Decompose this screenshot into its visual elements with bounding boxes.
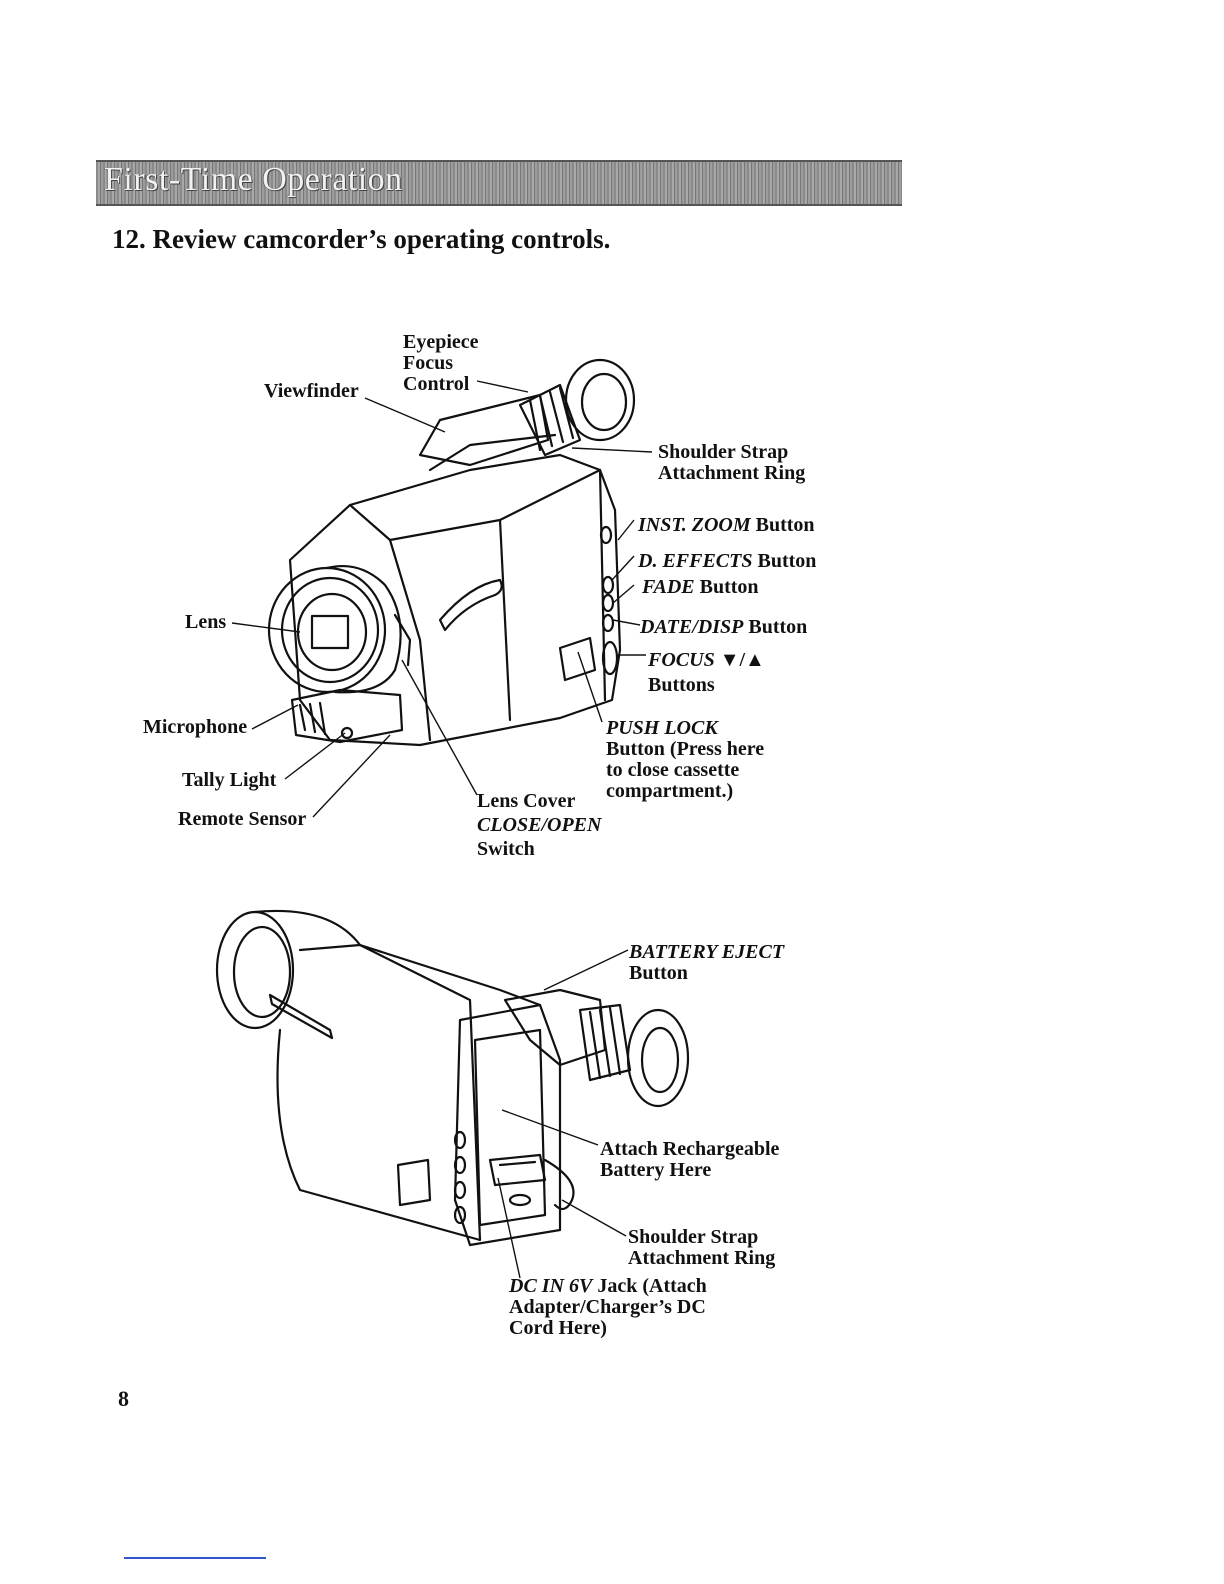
leader-lines	[231, 380, 653, 1279]
battery-eject-button-label: BATTERY EJECT Button	[629, 941, 785, 984]
footer-rule	[124, 1557, 266, 1559]
d-effects-button-label: D. EFFECTS Button	[638, 550, 817, 572]
microphone-label: Microphone	[143, 716, 248, 738]
date-disp-button-label: DATE/DISP Button	[640, 616, 808, 638]
eyepiece-focus-control-label: Eyepiece Focus Control	[403, 331, 479, 395]
lens-cover-switch-label: Lens Cover CLOSE/OPEN Switch	[477, 790, 602, 860]
focus-buttons-label: FOCUS ▼/▲ Buttons	[648, 649, 765, 696]
tally-light-label: Tally Light	[182, 769, 277, 791]
camcorder-rear-view	[215, 909, 690, 1247]
camcorder-front-view	[267, 358, 636, 747]
inst-zoom-button-label: INST. ZOOM Button	[638, 514, 815, 536]
dc-in-jack-label: DC IN 6V Jack (Attach Adapter/Charger’s …	[509, 1275, 707, 1339]
viewfinder-label: Viewfinder	[264, 380, 359, 402]
shoulder-strap-label-1: Shoulder Strap Attachment Ring	[658, 441, 806, 484]
page-number: 8	[118, 1386, 129, 1411]
lens-label: Lens	[185, 611, 227, 633]
push-lock-label: PUSH LOCK Button (Press here to close ca…	[606, 717, 765, 802]
fade-button-label: FADE Button	[642, 576, 759, 598]
shoulder-strap-label-2: Shoulder Strap Attachment Ring	[628, 1226, 776, 1269]
section-banner	[96, 160, 902, 206]
step-title: 12. Review camcorder’s operating control…	[112, 224, 611, 254]
remote-sensor-label: Remote Sensor	[178, 808, 307, 830]
section-title: First-Time Operation	[104, 161, 403, 198]
attach-battery-label: Attach Rechargeable Battery Here	[600, 1138, 780, 1181]
